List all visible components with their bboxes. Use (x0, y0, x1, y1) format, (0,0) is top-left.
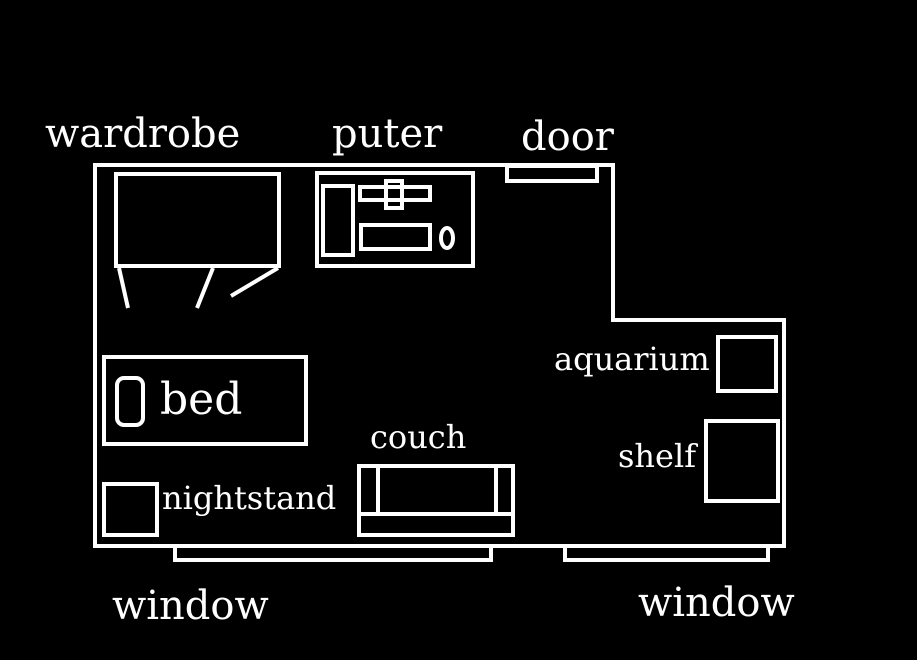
shelf-shape (704, 419, 780, 503)
label-computer: puter (332, 111, 443, 157)
label-window-left: window (112, 583, 269, 629)
label-shelf: shelf (618, 437, 698, 475)
couch-shape (357, 464, 515, 537)
door-shape (505, 164, 599, 183)
label-window-right: window (638, 580, 795, 626)
window-right-shape (563, 544, 770, 562)
label-nightstand: nightstand (162, 479, 336, 517)
label-door: door (521, 114, 615, 160)
bed-shape (102, 355, 308, 446)
label-couch: couch (370, 418, 466, 456)
nightstand-shape (102, 482, 159, 537)
computer-desk-shape (315, 171, 475, 268)
wardrobe-shape (114, 172, 281, 309)
window-left-shape (173, 544, 493, 562)
room-outline (93, 163, 786, 548)
aquarium-shape (716, 335, 778, 393)
label-aquarium: aquarium (554, 340, 710, 378)
label-wardrobe: wardrobe (45, 111, 240, 157)
label-bed: bed (160, 374, 242, 425)
